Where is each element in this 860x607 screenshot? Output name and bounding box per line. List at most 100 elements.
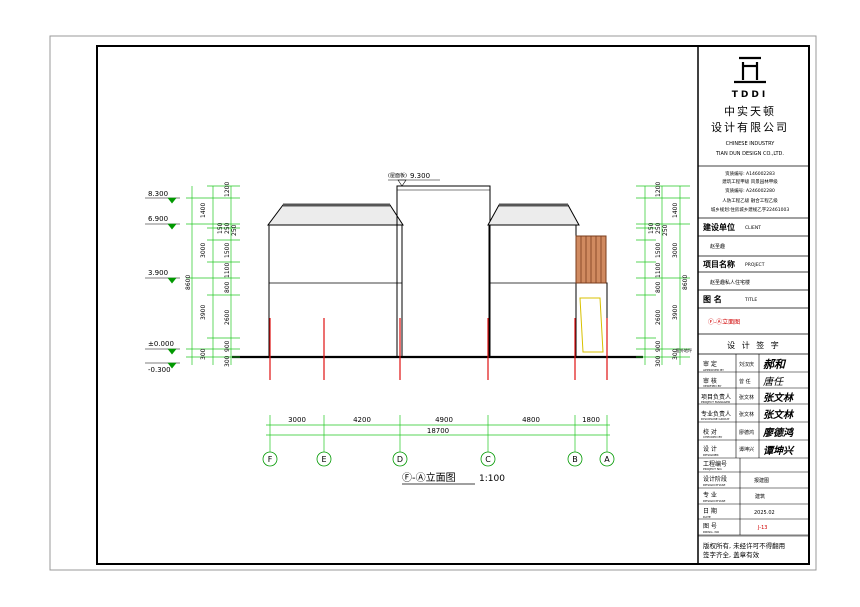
copyright-1: 版权所有, 未经许可不得翻用 (703, 541, 785, 550)
right-dim-300: 300 (672, 348, 679, 360)
left-dim-3000: 3000 (200, 243, 207, 258)
title-label-en: TITLE (744, 297, 757, 303)
left-dim-250b: 250 (231, 224, 238, 236)
client-value: 赵圣趣 (710, 243, 725, 250)
right-dim-800: 800 (655, 281, 662, 293)
elevation-drawing: (屋面板) 9.300 (232, 172, 643, 380)
paper-border (49, 35, 817, 571)
info-value-3: 2025.02 (754, 510, 775, 516)
center-tower (396, 185, 491, 358)
roof-elevation: 9.300 (410, 172, 430, 180)
left-dim-2600: 2600 (224, 310, 231, 325)
span-b-a: 1800 (582, 416, 600, 424)
project-label: 项目名称 (703, 259, 735, 269)
right-dim-900: 900 (655, 340, 662, 352)
sign-sig-4: 廖德鸿 (762, 427, 795, 439)
left-dim-300b: 300 (224, 355, 231, 367)
axis-c: C (485, 455, 491, 464)
level-6900: 6.900 (148, 215, 168, 223)
info-label-1: 设计阶段 (703, 475, 727, 483)
railing-bars (580, 236, 602, 283)
left-dim-300: 300 (200, 348, 207, 360)
logo-text: TDDI (732, 90, 768, 100)
axis-a: A (604, 455, 610, 464)
right-dim-1100: 1100 (655, 263, 662, 278)
right-dim-2600: 2600 (655, 310, 662, 325)
right-dim-250b: 250 (662, 224, 669, 236)
right-total-height: 8600 (682, 275, 689, 290)
info-value-2: 建筑 (755, 493, 765, 500)
sign-name-3: 张文林 (739, 411, 754, 418)
roof-level-marker (397, 179, 407, 187)
client-label-en: CLIENT (745, 225, 761, 231)
right-dim-250: 250 (655, 222, 662, 234)
ground-note: 室外地坪 (676, 347, 692, 353)
sign-label-en-5: DESIGNER (703, 453, 719, 457)
level-8300: 8.300 (148, 190, 168, 198)
axis-e: E (321, 455, 326, 464)
project-value: 赵圣趣私人住宅楼 (710, 279, 750, 286)
right-block (488, 224, 577, 358)
right-level-markers: 1200 150 250 250 1500 1100 800 2600 900 … (636, 182, 692, 367)
title-value: Ⓕ-Ⓐ立面图 (708, 318, 740, 326)
sign-label-en-3: DISCIPLINE GROUP (701, 417, 730, 421)
right-dim-1500: 1500 (655, 243, 662, 258)
span-f-e: 3000 (288, 416, 306, 424)
sign-name-5: 谭坤兴 (739, 446, 754, 453)
sign-name-1: 曾 任 (739, 378, 751, 385)
company-en-2: TIAN DUN DESIGN CO.,LTD. (715, 151, 784, 157)
right-dim-3900: 3900 (672, 305, 679, 320)
sign-header: 设 计 签 字 (727, 340, 781, 350)
level-0000: ±0.000 (148, 340, 174, 348)
info-label-2: 专 业 (703, 491, 717, 499)
sign-sig-5: 谭坤兴 (763, 445, 795, 457)
company-cn-2: 设计有限公司 (711, 120, 789, 134)
drawing-title: Ⓕ-Ⓐ立面图 (402, 471, 456, 484)
sign-sig-3: 张文林 (763, 409, 795, 421)
yellow-door (579, 297, 604, 353)
roof-note: (屋面板) (388, 172, 407, 179)
span-c-b: 4800 (522, 416, 540, 424)
sign-label-1: 审 核 (703, 377, 717, 385)
drawing-scale: 1:100 (479, 474, 505, 484)
info-label-en-4: DRWG. NO (703, 530, 720, 534)
company-cn-1: 中实天顿 (724, 104, 776, 118)
right-roof (487, 204, 580, 226)
license-4: 人防工程乙级 融合工程乙级 (722, 197, 778, 204)
left-dim-900: 900 (224, 340, 231, 352)
license-1: 资质编号: A146002283 (725, 170, 775, 177)
title-block: TDDI 中实天顿 设计有限公司 CHINESE INDUSTRY TIAN D… (698, 56, 809, 559)
left-dim-1500: 1500 (224, 243, 231, 258)
info-label-4: 图 号 (703, 523, 717, 530)
left-dim-150: 150 (217, 222, 224, 234)
left-total-height: 8600 (185, 275, 192, 290)
info-label-en-0: PROJECT NO. (703, 467, 722, 471)
sign-sig-0: 郝和 (763, 358, 787, 371)
right-dim-1400: 1400 (672, 203, 679, 218)
sign-label-en-2: PROJECT MANAGER (701, 400, 730, 404)
info-label-3: 日 期 (703, 507, 717, 515)
axis-b: B (572, 455, 578, 464)
sign-label-2: 项目负责人 (701, 393, 731, 401)
right-dim-1200: 1200 (655, 182, 662, 197)
left-dim-1100: 1100 (224, 263, 231, 278)
client-label: 建设单位 (702, 222, 735, 232)
right-dim-3000: 3000 (672, 243, 679, 258)
sign-label-en-4: CHECKED BY (703, 435, 722, 439)
axis-d: D (397, 455, 403, 464)
sign-name-2: 张文林 (739, 394, 754, 401)
copyright-2: 签字齐全, 盖章有效 (703, 550, 760, 559)
left-dim-1200: 1200 (224, 182, 231, 197)
left-dim-3900: 3900 (200, 305, 207, 320)
right-dim-150: 150 (648, 222, 655, 234)
left-dim-1400: 1400 (200, 203, 207, 218)
sign-label-en-1: VERIFIED BY (703, 384, 722, 388)
title-label: 图 名 (703, 294, 722, 304)
project-label-en: PROJECT (745, 262, 765, 268)
level-3900: 3.900 (148, 269, 168, 277)
info-value-4: J-13 (757, 525, 767, 531)
left-dim-250: 250 (224, 222, 231, 234)
license-2: 建筑工程甲级 风景园林甲级 (722, 178, 778, 185)
span-d-c: 4900 (435, 416, 453, 424)
